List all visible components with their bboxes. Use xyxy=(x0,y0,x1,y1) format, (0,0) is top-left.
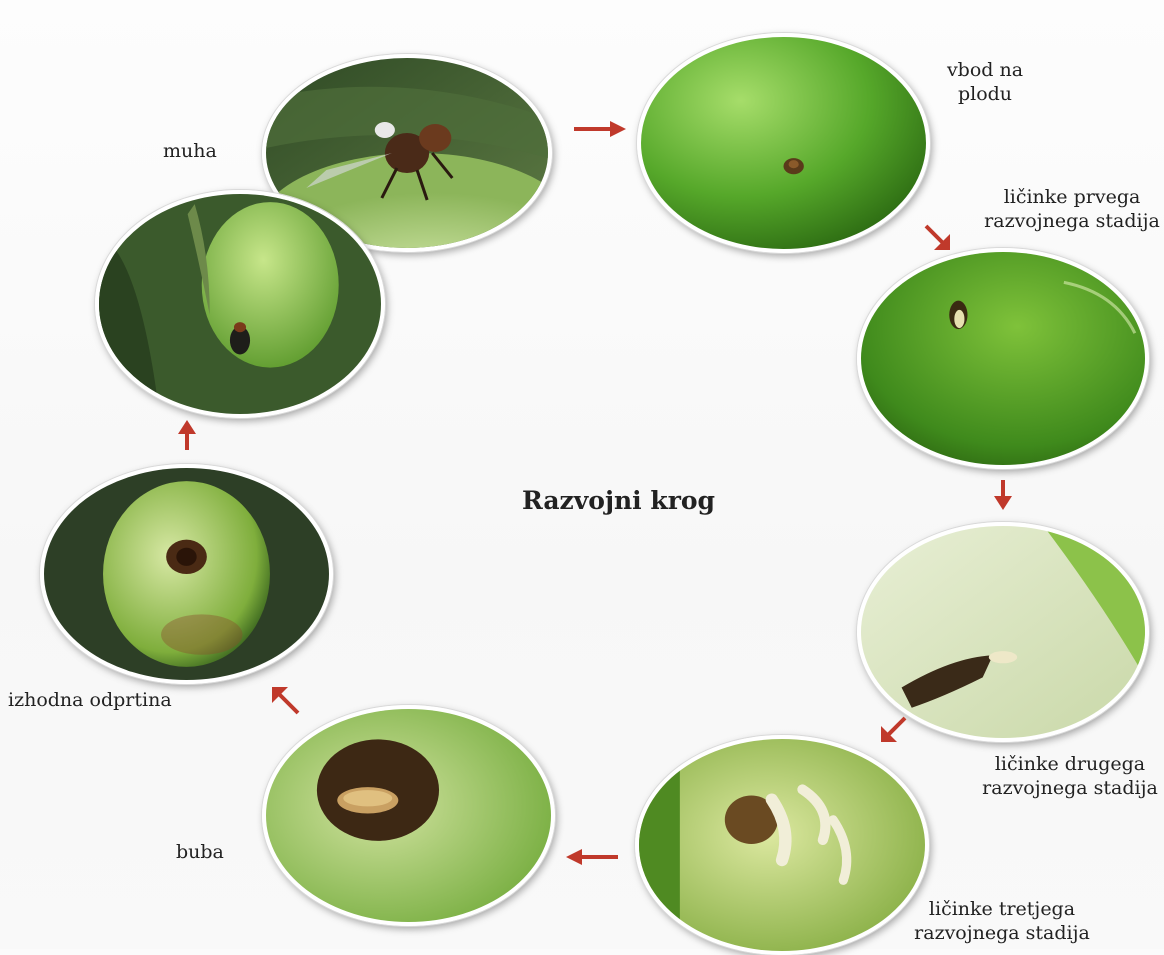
label-larvae-third: ličinke tretjega razvojnega stadija xyxy=(912,897,1092,945)
label-izhodna: izhodna odprtina xyxy=(8,688,172,712)
label-muha: muha xyxy=(163,139,217,163)
photo-larvae-third xyxy=(635,735,929,955)
label-izhodna-line1: izhodna odprtina xyxy=(8,688,172,712)
label-larvae-second: ličinke drugega razvojnega stadija xyxy=(980,752,1160,800)
label-larvae-first-line2: razvojnega stadija xyxy=(982,209,1162,233)
label-larvae-third-line1: ličinke tretjega xyxy=(912,897,1092,921)
arrow-up-icon xyxy=(172,418,202,452)
label-buba-line1: buba xyxy=(176,840,224,864)
photo-puncture xyxy=(637,33,930,253)
label-larvae-second-line1: ličinke drugega xyxy=(980,752,1160,776)
arrow-down-left-icon xyxy=(875,714,909,748)
label-vbod-line2: plodu xyxy=(930,82,1040,106)
photo-larvae-first xyxy=(857,248,1149,469)
photo-pupa xyxy=(262,705,555,926)
label-buba: buba xyxy=(176,840,224,864)
label-larvae-third-line2: razvojnega stadija xyxy=(912,921,1092,945)
label-vbod-line1: vbod na xyxy=(930,58,1040,82)
diagram-title: Razvojni krog xyxy=(522,486,715,515)
label-vbod: vbod na plodu xyxy=(930,58,1040,106)
label-larvae-first-line1: ličinke prvega xyxy=(982,185,1162,209)
arrow-down-right-icon xyxy=(922,222,956,256)
arrow-left-icon xyxy=(564,846,620,868)
arrow-down-icon xyxy=(988,478,1018,512)
label-larvae-second-line2: razvojnega stadija xyxy=(980,776,1160,800)
arrow-up-left-icon xyxy=(268,683,302,717)
arrow-right-icon xyxy=(572,118,628,140)
photo-olive-with-fly xyxy=(95,190,385,418)
photo-exit-hole xyxy=(40,464,333,684)
label-muha-line1: muha xyxy=(163,139,217,163)
label-larvae-first: ličinke prvega razvojnega stadija xyxy=(982,185,1162,233)
photo-larvae-second xyxy=(857,522,1149,742)
